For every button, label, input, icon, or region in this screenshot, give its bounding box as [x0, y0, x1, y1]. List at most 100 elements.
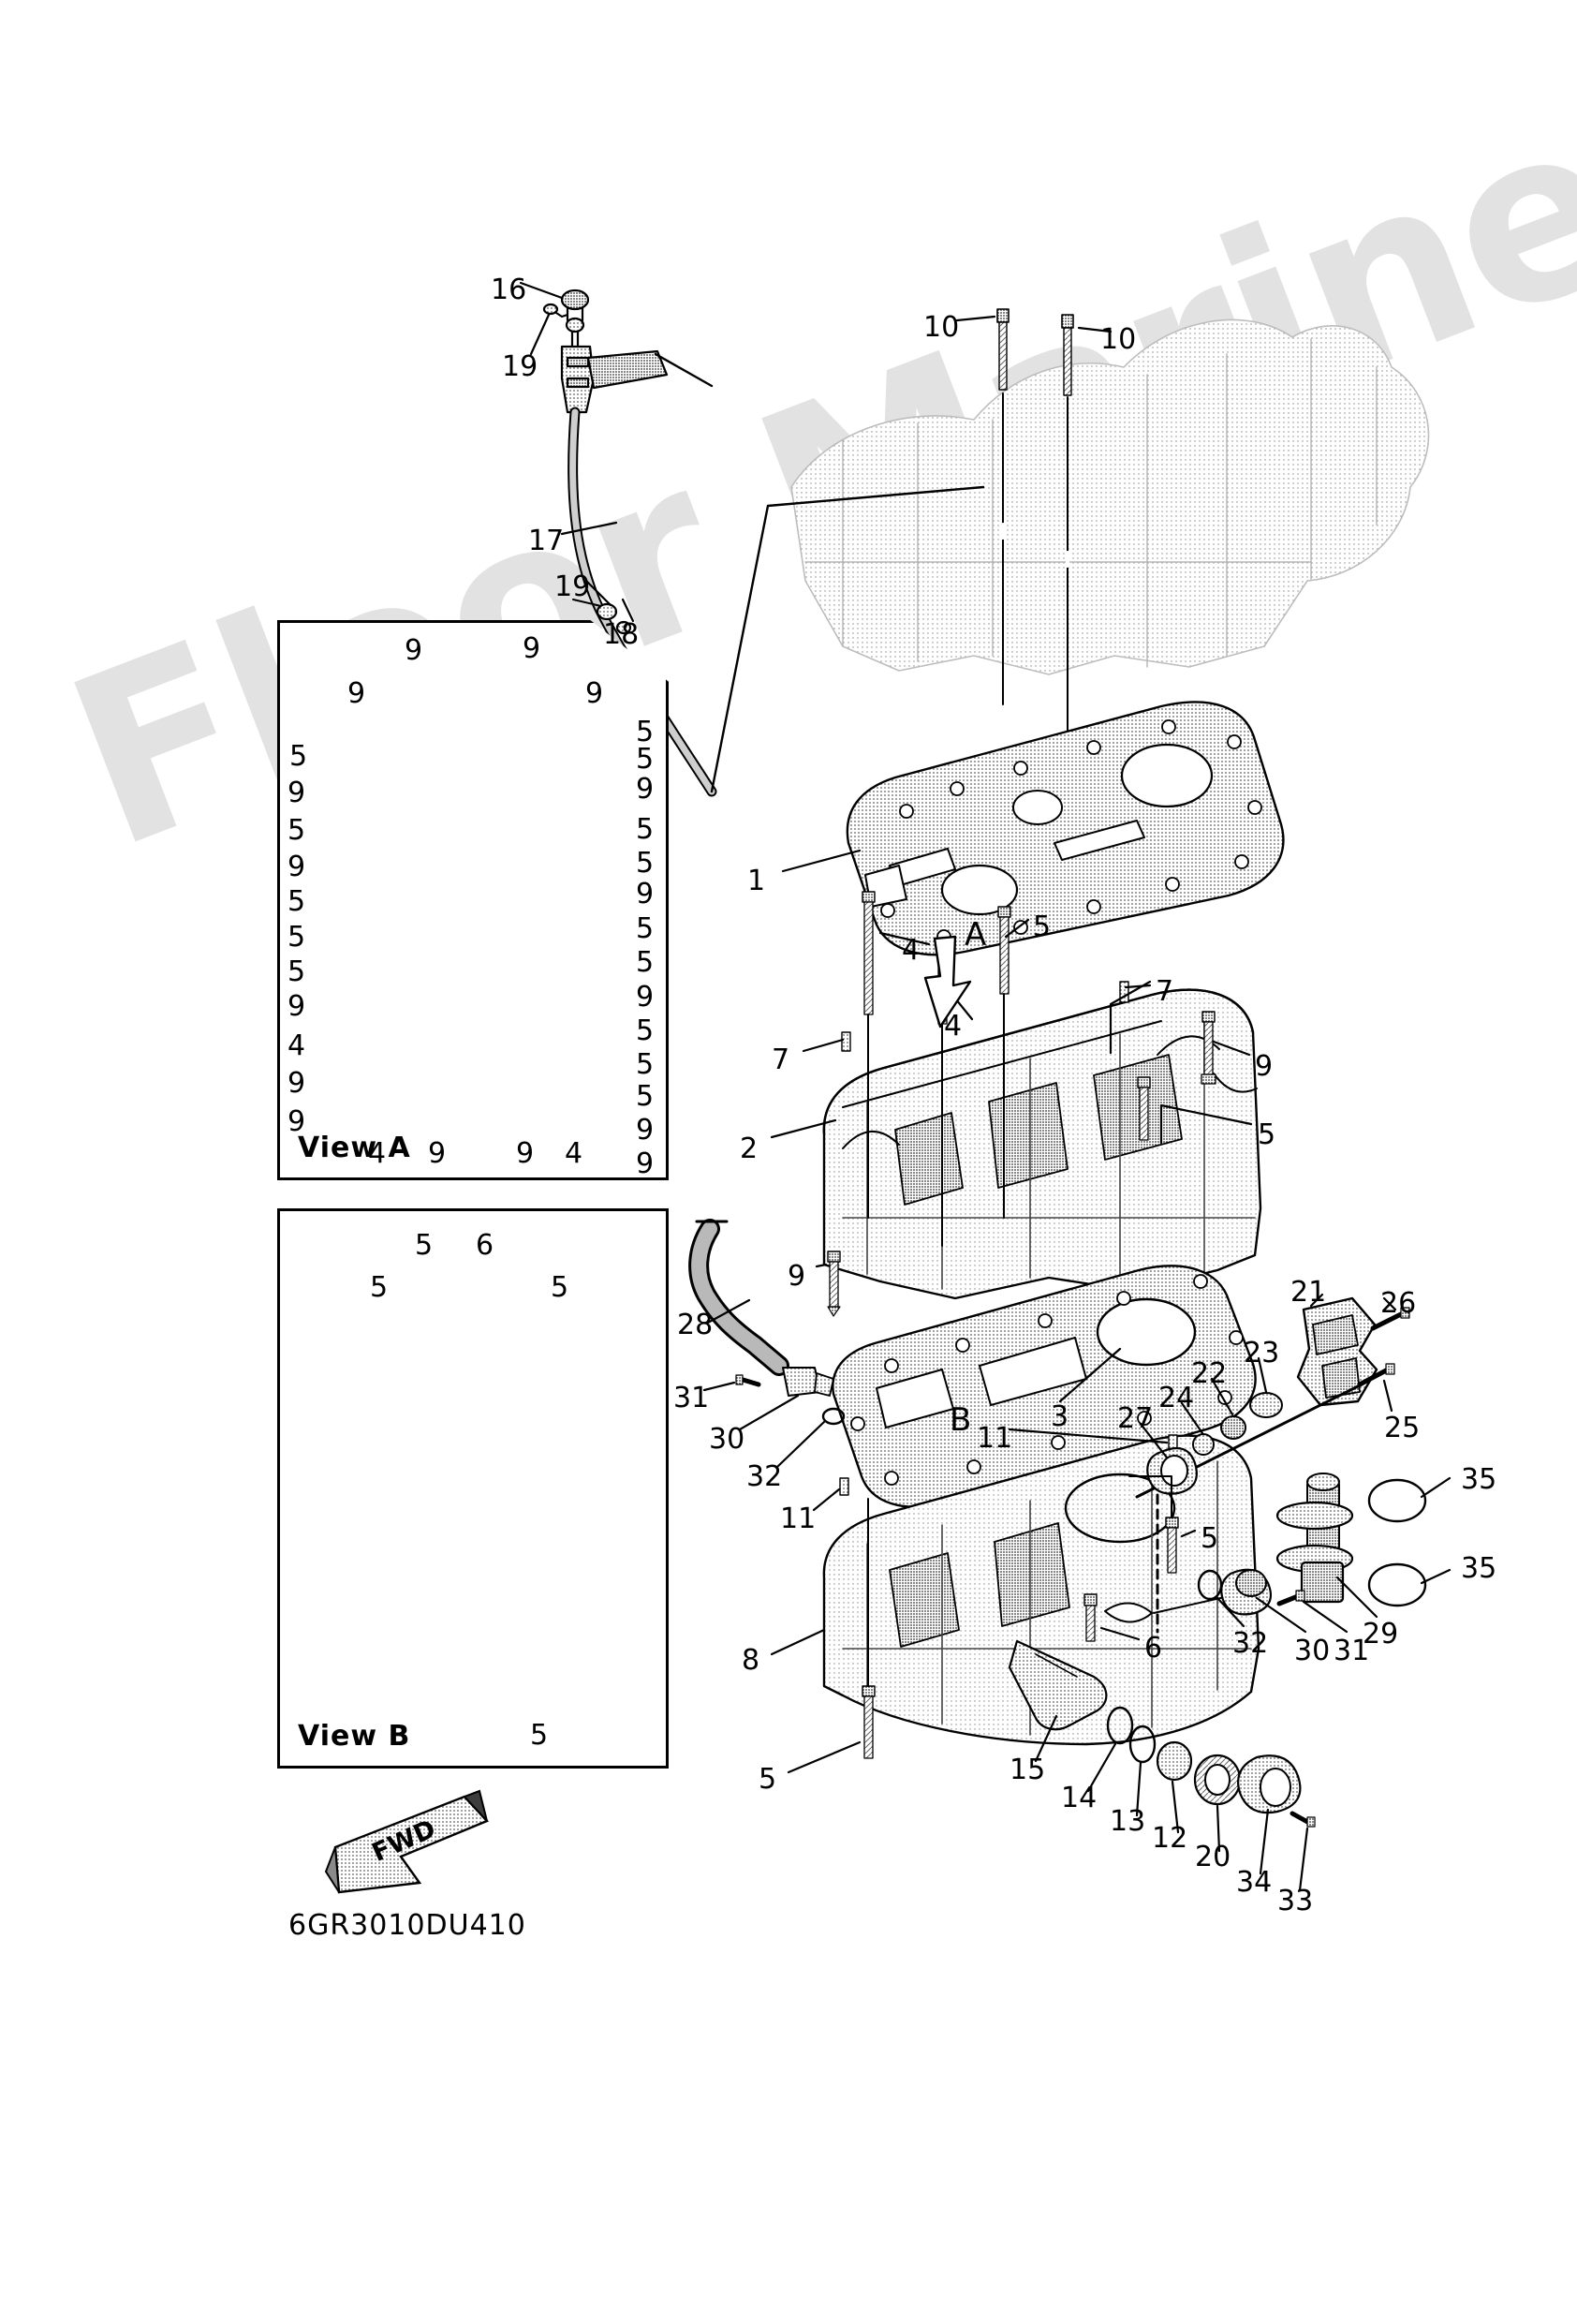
- gasket-1: [781, 701, 1285, 956]
- callout-main-31: 31: [1334, 1635, 1370, 1667]
- bracket-21: [1296, 1296, 1378, 1407]
- clip-32-left: [821, 1407, 846, 1426]
- callout-main-8: 8: [742, 1644, 760, 1677]
- view-a-label: View A: [298, 1132, 411, 1164]
- callout-view-a-9: 9: [287, 1105, 306, 1138]
- section-arrow-a: [923, 935, 972, 1029]
- callout-view-a-5: 5: [636, 847, 655, 880]
- callout-main-7: 7: [772, 1044, 790, 1076]
- callout-view-a-5: 5: [287, 955, 306, 988]
- bolt-9-right: [1201, 1011, 1216, 1085]
- dowel-7-left: [841, 1031, 851, 1052]
- oring-35-upper: [1367, 1478, 1427, 1523]
- crankcase-2: [822, 988, 1262, 1300]
- callout-view-a-5: 5: [636, 1080, 655, 1113]
- bolt-5-upper: [997, 906, 1011, 1219]
- callout-view-a-9: 9: [287, 990, 306, 1023]
- callout-view-a-9: 9: [585, 677, 604, 710]
- callout-view-a-9: 9: [636, 981, 655, 1014]
- callout-main-35: 35: [1461, 1552, 1497, 1585]
- callout-main-5: 5: [759, 1763, 777, 1796]
- nut-22: [1220, 1415, 1246, 1440]
- callout-view-a-9: 9: [287, 1067, 306, 1100]
- callout-main-31: 31: [673, 1382, 710, 1414]
- oring-14: [1106, 1706, 1134, 1745]
- washer-24: [1192, 1433, 1215, 1456]
- section-marker-a: A: [965, 916, 987, 954]
- callout-main-21: 21: [1290, 1276, 1327, 1309]
- callout-main-17: 17: [528, 525, 565, 557]
- callout-view-b-5: 5: [370, 1271, 389, 1304]
- callout-view-a-5: 5: [287, 814, 306, 847]
- bolt-25: [1357, 1363, 1395, 1387]
- callout-main-15: 15: [1010, 1754, 1046, 1786]
- callout-view-a-5: 5: [636, 1048, 655, 1081]
- clamp-34: [1237, 1754, 1302, 1814]
- callout-main-33: 33: [1277, 1885, 1314, 1917]
- bolt-6-right: [1083, 1593, 1098, 1642]
- callout-view-a-9: 9: [287, 851, 306, 883]
- hose-28: [688, 1219, 789, 1376]
- callout-main-30: 30: [709, 1423, 745, 1456]
- callout-view-a-5: 5: [636, 743, 655, 776]
- oring-35-lower: [1367, 1562, 1427, 1607]
- callout-main-11: 11: [780, 1502, 817, 1535]
- callout-main-14: 14: [1061, 1782, 1098, 1814]
- callout-view-b-5: 5: [415, 1229, 434, 1262]
- callout-view-a-4: 4: [287, 1029, 306, 1062]
- callout-view-a-9: 9: [516, 1137, 535, 1170]
- callout-view-b-6: 6: [476, 1229, 494, 1262]
- callout-main-28: 28: [677, 1309, 714, 1341]
- bolt-10-left: [996, 308, 1010, 705]
- callout-view-a-9: 9: [636, 773, 655, 806]
- callout-main-3: 3: [1051, 1400, 1069, 1433]
- callout-view-a-9: 9: [636, 1147, 655, 1180]
- callout-view-a-5: 5: [636, 716, 655, 748]
- callout-main-25: 25: [1384, 1412, 1421, 1444]
- bolt-5-bottom: [862, 1498, 876, 1759]
- callout-main-1: 1: [747, 865, 766, 897]
- callout-main-5: 5: [1201, 1522, 1219, 1555]
- bush-12: [1156, 1740, 1193, 1782]
- bolt-10-right: [1061, 314, 1074, 741]
- callout-view-a-9: 9: [428, 1137, 447, 1170]
- callout-main-20: 20: [1195, 1841, 1231, 1873]
- callout-main-10: 10: [1100, 323, 1137, 356]
- callout-main-22: 22: [1191, 1357, 1228, 1390]
- bolt-4-long: [862, 891, 876, 1219]
- spring-23: [1249, 1392, 1283, 1418]
- callout-view-a-5: 5: [636, 946, 655, 979]
- callout-main-7: 7: [1156, 975, 1174, 1008]
- section-marker-b: B: [950, 1401, 972, 1439]
- callout-view-a-9: 9: [347, 677, 366, 710]
- callout-main-5: 5: [1258, 1118, 1276, 1151]
- callout-main-35: 35: [1461, 1463, 1497, 1496]
- callout-main-2: 2: [740, 1132, 759, 1165]
- dowel-7-right: [1119, 981, 1129, 1003]
- callout-view-a-5: 5: [636, 1014, 655, 1047]
- callout-main-11: 11: [977, 1422, 1013, 1455]
- callout-main-29: 29: [1363, 1618, 1399, 1650]
- callout-main-18: 18: [603, 618, 640, 651]
- callout-view-b-5: 5: [551, 1271, 569, 1304]
- callout-main-10: 10: [923, 311, 960, 344]
- callout-main-30: 30: [1294, 1635, 1331, 1667]
- bolt-11-left: [839, 1477, 849, 1496]
- callout-view-a-9: 9: [636, 878, 655, 910]
- callout-main-27: 27: [1117, 1402, 1154, 1435]
- callout-view-a-5: 5: [636, 912, 655, 945]
- callout-main-32: 32: [1232, 1627, 1269, 1660]
- bolt-5-cluster: [1128, 1475, 1179, 1574]
- callout-main-9: 9: [1255, 1050, 1274, 1083]
- callout-view-a-5: 5: [636, 813, 655, 846]
- callout-main-12: 12: [1152, 1822, 1188, 1855]
- callout-view-a-5: 5: [289, 740, 308, 773]
- bolt-31-left: [735, 1374, 761, 1387]
- view-b-label: View B: [298, 1720, 411, 1753]
- callout-main-9: 9: [788, 1260, 806, 1293]
- callout-main-5: 5: [1033, 910, 1052, 943]
- screw-33: [1290, 1811, 1316, 1828]
- clip-27: [1146, 1446, 1198, 1495]
- fwd-arrow: [324, 1789, 490, 1894]
